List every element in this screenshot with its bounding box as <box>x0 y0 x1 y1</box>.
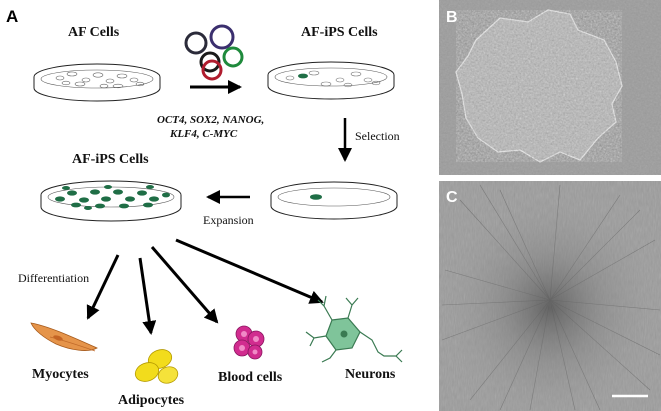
af-ips-dish-top <box>267 61 395 100</box>
adipocytes-label: Adipocytes <box>118 393 185 408</box>
af-ips-cells-label-top: AF-iPS Cells <box>301 25 378 40</box>
differentiation-arrows <box>86 238 324 335</box>
myocyte-icon <box>30 322 98 352</box>
expanded-colonies-dish <box>40 180 182 222</box>
blood-cells-label: Blood cells <box>218 370 283 385</box>
factors-line-1: OCT4, SOX2, NANOG, <box>157 114 264 126</box>
neurons-label: Neurons <box>345 367 396 382</box>
myocytes-label: Myocytes <box>32 367 89 382</box>
af-ips-cells-label-left: AF-iPS Cells <box>72 152 149 167</box>
panel-a-letter: A <box>6 7 18 26</box>
af-cells-label: AF Cells <box>68 25 120 40</box>
panel-b-micrograph <box>439 0 661 175</box>
differentiation-label: Differentiation <box>18 271 89 285</box>
factors-line-2: KLF4, C-MYC <box>169 128 238 140</box>
selection-label: Selection <box>355 129 400 143</box>
blood-cells-icon <box>233 325 265 360</box>
panel-c-micrograph <box>439 181 661 411</box>
af-cells-dish <box>33 63 161 102</box>
neuron-icon <box>305 295 403 363</box>
adipocyte-icon <box>134 349 179 384</box>
panel-c-letter: C <box>446 189 458 206</box>
expansion-label: Expansion <box>203 213 254 227</box>
selected-colony-dish <box>270 181 398 220</box>
plasmid-vectors <box>184 24 244 81</box>
panel-b-letter: B <box>446 9 458 26</box>
